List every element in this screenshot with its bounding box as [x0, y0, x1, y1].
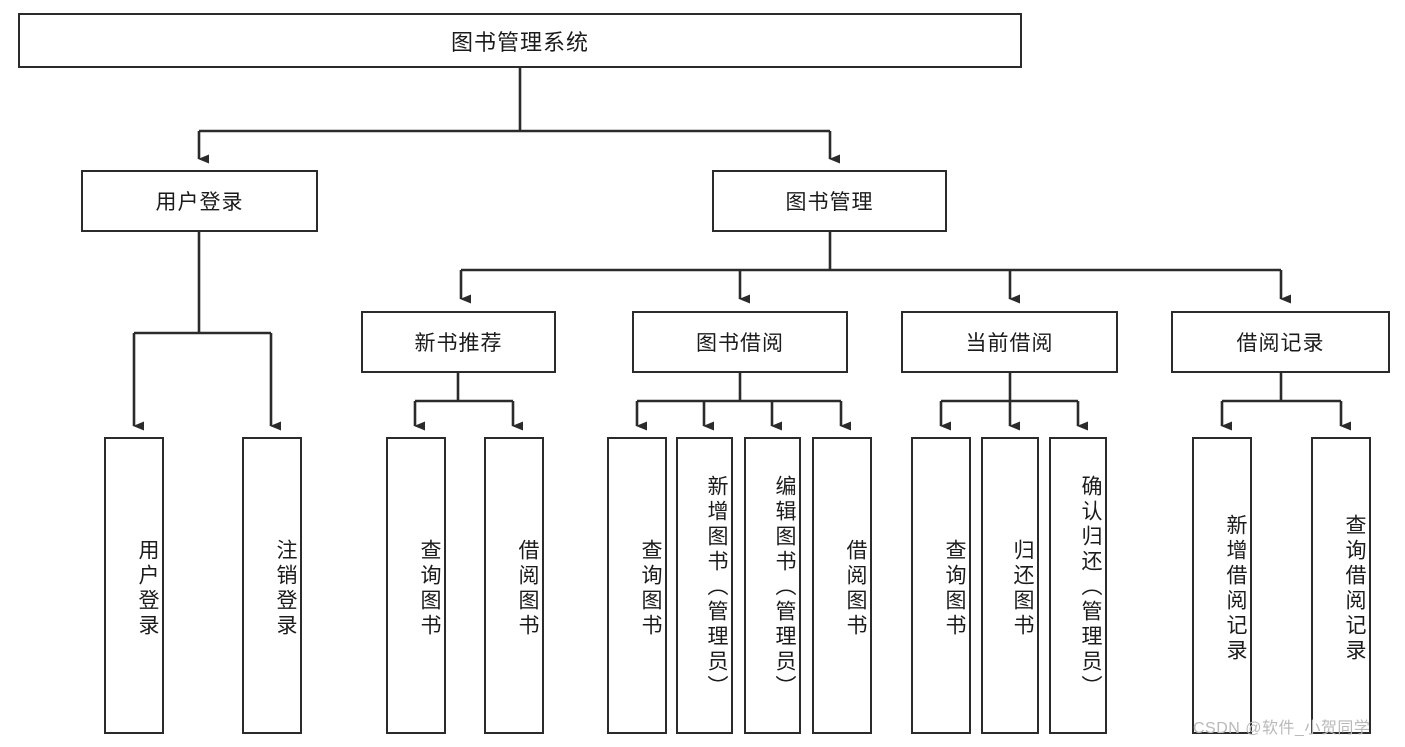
- node-book-management[interactable]: 图书管理: [712, 170, 947, 232]
- node-book-borrow[interactable]: 图书借阅: [632, 311, 848, 373]
- leaf-add-borrow-record[interactable]: 新增借阅记录: [1192, 437, 1252, 734]
- node-label: 借阅图书: [516, 538, 539, 639]
- node-user-login[interactable]: 用户登录: [81, 170, 318, 232]
- node-root-system[interactable]: 图书管理系统: [18, 13, 1022, 68]
- node-label: 当前借阅: [965, 332, 1054, 355]
- leaf-edit-book-admin[interactable]: 编辑图书（管理员）: [744, 437, 801, 734]
- node-label: 新增图书（管理员）: [705, 475, 728, 700]
- leaf-user-login[interactable]: 用户登录: [104, 437, 164, 734]
- leaf-query-book[interactable]: 查询图书: [607, 437, 667, 734]
- node-label: 查询图书: [639, 538, 662, 639]
- node-label: 注销登录: [274, 538, 297, 639]
- leaf-query-borrow-record[interactable]: 查询借阅记录: [1311, 437, 1371, 734]
- node-label: 图书管理系统: [450, 29, 589, 55]
- node-label: 编辑图书（管理员）: [773, 475, 796, 700]
- node-label: 图书管理: [785, 191, 874, 214]
- node-label: 用户登录: [136, 538, 159, 639]
- leaf-borrow-book[interactable]: 借阅图书: [812, 437, 872, 734]
- node-label: 用户登录: [155, 191, 244, 214]
- node-label: 图书借阅: [696, 332, 784, 355]
- leaf-logout[interactable]: 注销登录: [242, 437, 302, 734]
- watermark: CSDN @软件_小贺同学: [1193, 720, 1371, 737]
- node-label: 查询借阅记录: [1343, 513, 1366, 664]
- node-new-book-recommend[interactable]: 新书推荐: [361, 311, 556, 373]
- node-label: 查询图书: [418, 538, 441, 639]
- node-label: 新增借阅记录: [1224, 513, 1247, 664]
- leaf-confirm-return-admin[interactable]: 确认归还（管理员）: [1049, 437, 1107, 734]
- node-label: 归还图书: [1011, 538, 1034, 639]
- node-label: 新书推荐: [414, 332, 503, 355]
- node-label: 借阅图书: [844, 538, 867, 639]
- leaf-add-book-admin[interactable]: 新增图书（管理员）: [676, 437, 733, 734]
- node-label: 查询图书: [943, 538, 966, 639]
- leaf-borrow-book-recommend[interactable]: 借阅图书: [484, 437, 544, 734]
- node-label: 借阅记录: [1236, 332, 1325, 355]
- leaf-return-book[interactable]: 归还图书: [981, 437, 1039, 734]
- leaf-query-book-current[interactable]: 查询图书: [911, 437, 971, 734]
- node-borrow-record[interactable]: 借阅记录: [1171, 311, 1390, 373]
- node-label: 确认归还（管理员）: [1079, 475, 1102, 700]
- node-current-borrow[interactable]: 当前借阅: [901, 311, 1118, 373]
- leaf-query-book-recommend[interactable]: 查询图书: [386, 437, 446, 734]
